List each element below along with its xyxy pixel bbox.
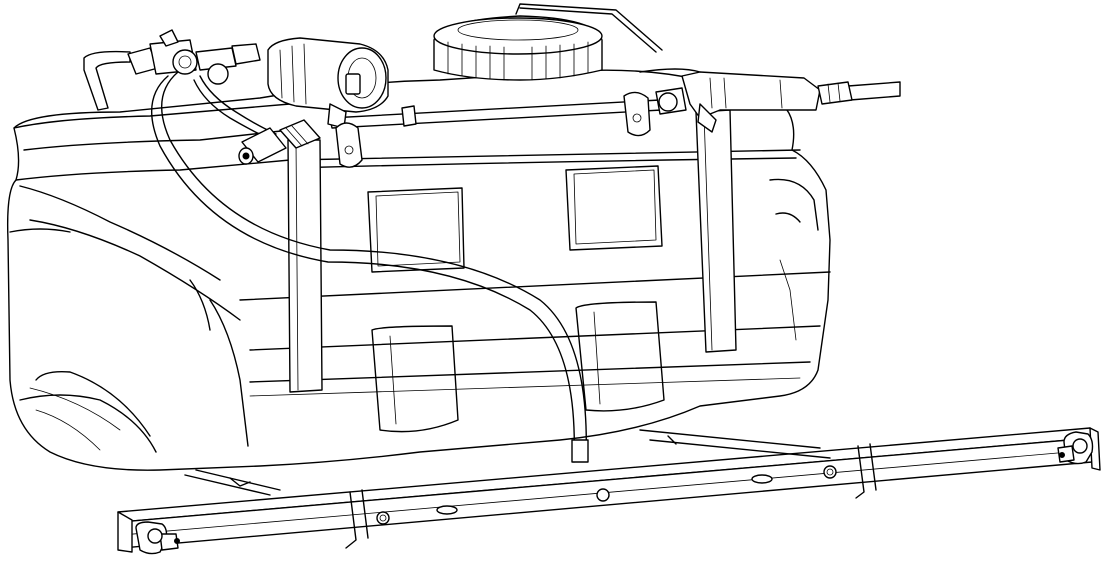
boom-bar [117, 427, 1101, 553]
boom-slot [436, 505, 458, 515]
bolt-head [376, 511, 390, 525]
hose-lines [150, 71, 589, 463]
fill-lid [433, 3, 663, 81]
bolt-head [823, 465, 837, 479]
hose-fitting [571, 439, 589, 463]
spray-gun [639, 68, 853, 133]
strap-left [287, 139, 323, 393]
right-nozzle [1057, 431, 1094, 465]
pump [267, 37, 389, 129]
valve-assembly [127, 29, 261, 85]
pipe-clamp-mid [401, 105, 417, 127]
pipe-clamp-right [623, 91, 651, 137]
bolt-hole [596, 488, 610, 502]
quick-connector [238, 119, 321, 165]
boom-slot [751, 474, 773, 484]
left-nozzle [135, 521, 180, 555]
pipe-clamp-left [335, 122, 363, 168]
mounting-frame [184, 429, 831, 496]
